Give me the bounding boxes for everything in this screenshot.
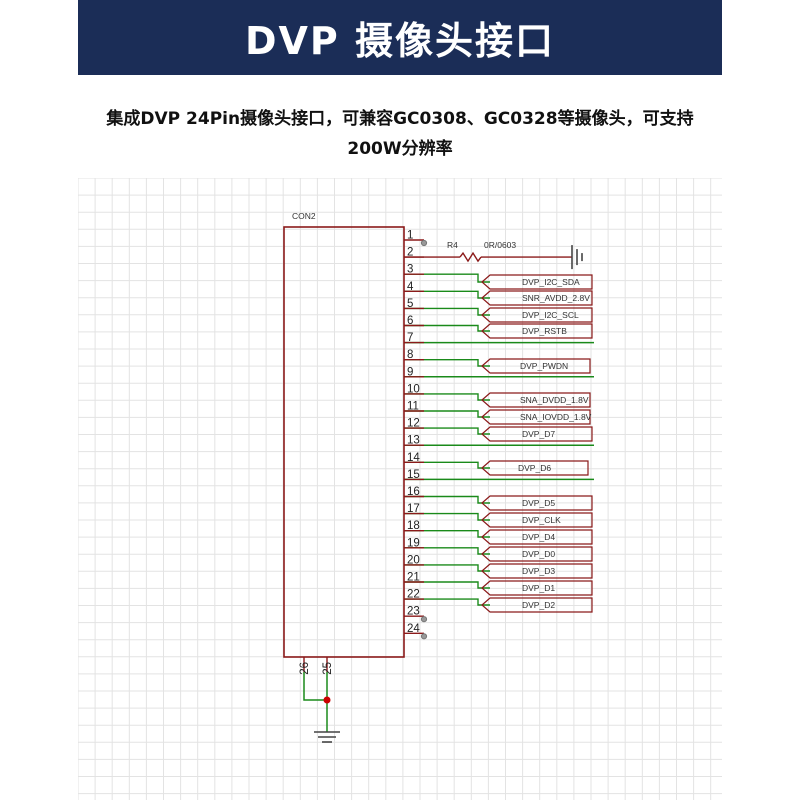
- junction-dot: [323, 696, 331, 704]
- net-port-flag: [481, 323, 593, 339]
- connector-body: [283, 226, 428, 672]
- pin-number-4: 4: [407, 281, 414, 293]
- net-label: DVP_D5: [522, 498, 555, 508]
- pin-number-1: 1: [407, 230, 413, 242]
- wire: [404, 512, 490, 521]
- pin-number-3: 3: [407, 264, 413, 276]
- net-label: DVP_D7: [522, 429, 555, 439]
- net-label: DVP_I2C_SDA: [522, 277, 580, 287]
- wire: [404, 564, 490, 572]
- description-line-1: 集成DVP 24Pin摄像头接口，可兼容GC0308、GC0328等摄像头，可支…: [106, 109, 694, 129]
- schematic-diagram: CON2123456789101112131415161718192021222…: [78, 178, 722, 800]
- net-label: DVP_RSTB: [522, 326, 567, 336]
- wire: [404, 393, 490, 401]
- net-label: DVP_D2: [522, 600, 555, 610]
- pin-number-24: 24: [407, 623, 420, 635]
- page-title: DVP 摄像头接口: [244, 19, 556, 63]
- pin-number-14: 14: [407, 452, 420, 464]
- net-label: DVP_D3: [522, 566, 555, 576]
- connector-outline: [283, 226, 405, 658]
- net-label: DVP_D1: [522, 583, 555, 593]
- wire: [404, 530, 490, 538]
- pin-number-21: 21: [407, 572, 420, 584]
- wire: [303, 672, 327, 701]
- net-port-flag: [481, 392, 591, 408]
- net-label: DVP_D6: [518, 463, 551, 473]
- pin-number-2: 2: [407, 247, 413, 259]
- resistor-symbol: [459, 251, 482, 263]
- net-port-flag: [481, 580, 593, 596]
- net-port-flag: [481, 495, 593, 511]
- pin-number-7: 7: [407, 332, 413, 344]
- pin-number-13: 13: [407, 435, 420, 447]
- title-banner: DVP 摄像头接口: [78, 0, 722, 75]
- net-port-flag: [481, 307, 593, 323]
- wire: [404, 324, 490, 332]
- pin-number-6: 6: [407, 315, 413, 327]
- net-port-flag: [481, 358, 591, 374]
- pin-number-8: 8: [407, 349, 413, 361]
- wires: [303, 245, 594, 743]
- wire: [404, 598, 490, 606]
- net-port-flag: [481, 512, 593, 528]
- net-label: DVP_I2C_SCL: [522, 310, 579, 320]
- wire: [404, 359, 490, 367]
- net-port-flag: [481, 529, 593, 545]
- pin-number-15: 15: [407, 469, 420, 481]
- labels: CON2123456789101112131415161718192021222…: [292, 211, 592, 675]
- wire: [404, 273, 490, 283]
- wire: [404, 461, 490, 469]
- net-label: DVP_D0: [522, 549, 555, 559]
- component-ref-label: CON2: [292, 211, 316, 221]
- pin-number-12: 12: [407, 418, 420, 430]
- pin-number-9: 9: [407, 366, 413, 378]
- net-port-flag: [481, 597, 593, 613]
- wire: [404, 495, 490, 504]
- net-label: SNA_DVDD_1.8V: [520, 395, 589, 405]
- schematic-grid: [78, 178, 722, 800]
- net-label: SNR_AVDD_2.8V: [522, 293, 590, 303]
- net-label: DVP_D4: [522, 532, 555, 542]
- pin-number-23: 23: [407, 606, 420, 618]
- pin-number-5: 5: [407, 298, 413, 310]
- pin-number-17: 17: [407, 503, 420, 515]
- net-label: DVP_CLK: [522, 515, 561, 525]
- pin-number-26: 26: [299, 662, 311, 675]
- net-port-flag: [481, 274, 593, 290]
- net-port-flag: [481, 460, 589, 476]
- pin-number-22: 22: [407, 589, 420, 601]
- pin-number-19: 19: [407, 537, 420, 549]
- pin-number-25: 25: [322, 662, 334, 675]
- net-port-flag: [481, 563, 593, 579]
- no-connect-marker: [420, 633, 428, 640]
- wire: [404, 307, 490, 316]
- wire: [404, 290, 490, 299]
- description-line-2: 200W分辨率: [347, 139, 453, 159]
- wire: [404, 427, 490, 435]
- pin-number-11: 11: [407, 401, 419, 413]
- pin-number-16: 16: [407, 486, 420, 498]
- wire: [404, 581, 490, 589]
- pin-number-10: 10: [407, 383, 420, 395]
- wire: [404, 410, 490, 418]
- net-port-flag: [481, 290, 593, 306]
- pin-number-20: 20: [407, 554, 420, 566]
- pin-number-18: 18: [407, 520, 420, 532]
- resistor-ref-label: R4: [447, 240, 458, 250]
- wire: [404, 547, 490, 555]
- net-port-flag: [481, 546, 593, 562]
- no-connect-marker: [420, 616, 428, 623]
- net-label: SNA_IOVDD_1.8V: [520, 412, 592, 422]
- net-port-flag: [481, 409, 591, 425]
- resistor-value-label: 0R/0603: [484, 240, 516, 250]
- net-port-flag: [481, 426, 593, 442]
- net-label: DVP_PWDN: [520, 361, 568, 371]
- no-connect-marker: [420, 239, 428, 247]
